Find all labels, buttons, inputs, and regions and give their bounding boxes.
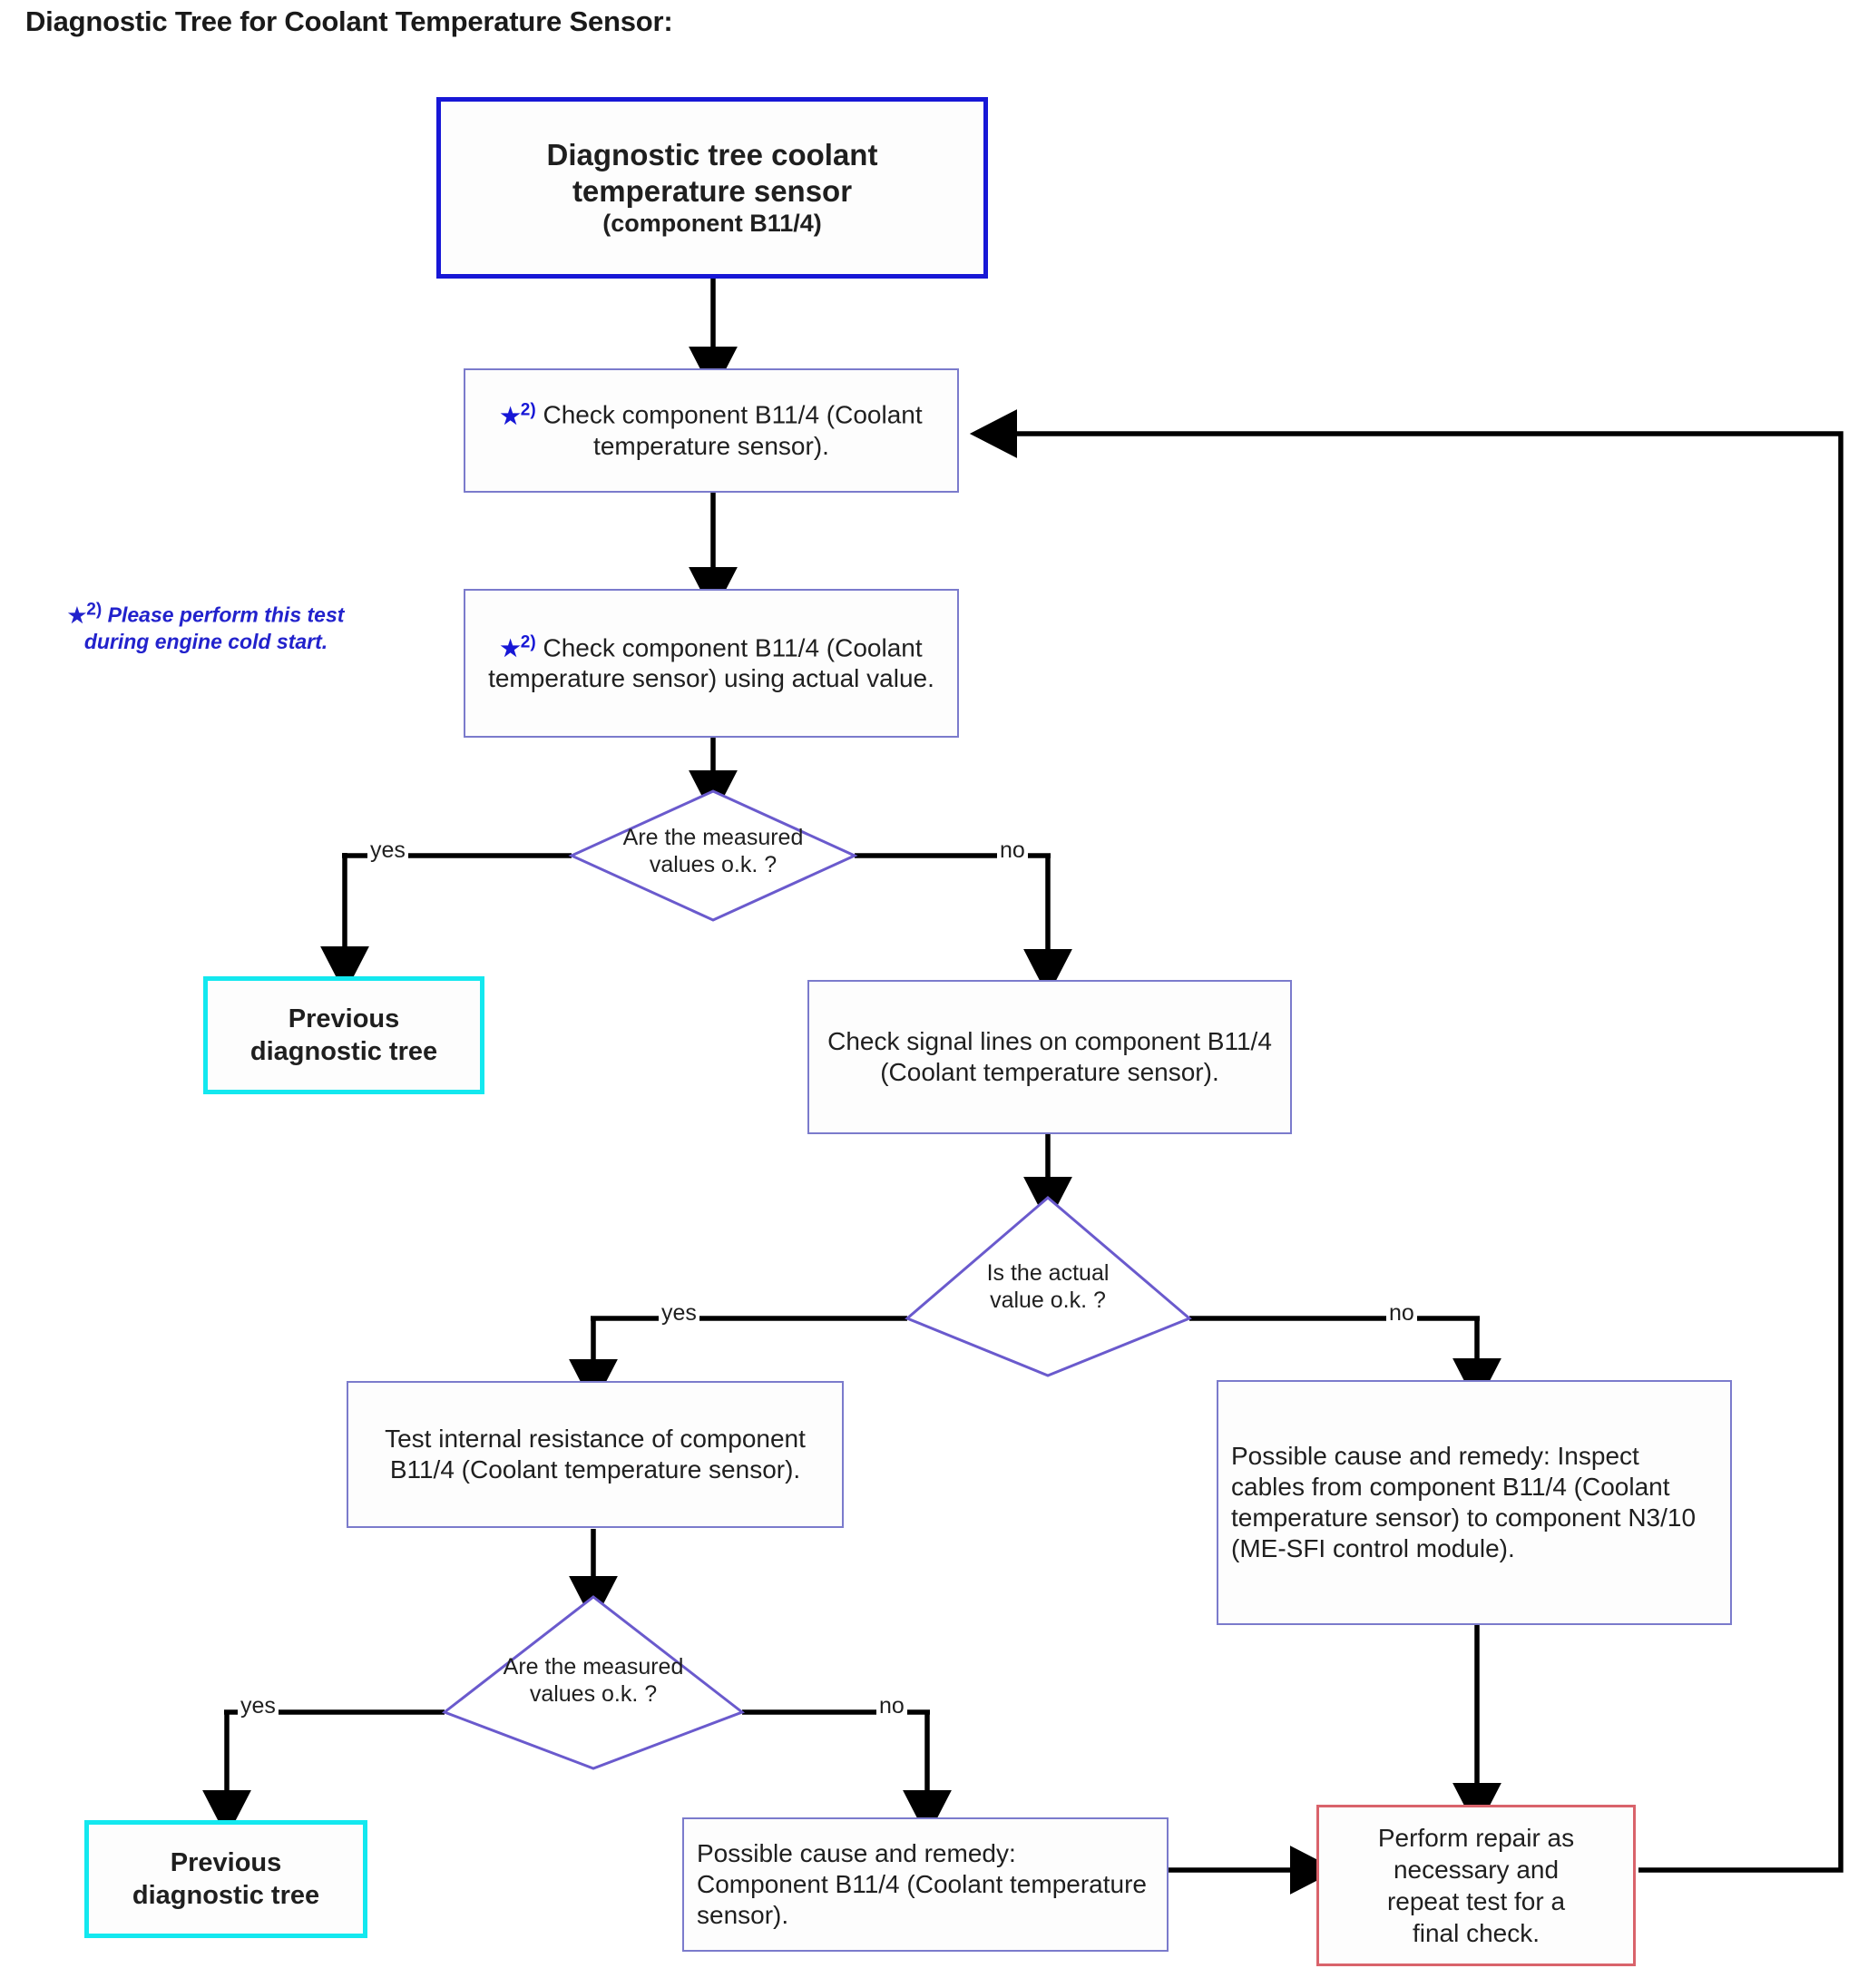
node-start-line2: temperature sensor (572, 173, 853, 208)
edge-label-no-2: no (1386, 1302, 1417, 1325)
node-inspect-cables[interactable]: Possible cause and remedy: Inspect cable… (1217, 1380, 1732, 1625)
footnote-ref-icon-2: ★2) (500, 632, 536, 661)
previous-tree-1-line2: diagnostic tree (249, 1037, 438, 1066)
node-inspect-cables-label: Possible cause and remedy: Inspect cable… (1231, 1441, 1697, 1563)
node-previous-tree-1-text: Previous diagnostic tree (208, 1003, 480, 1069)
node-check-component[interactable]: ★2) Check component B11/4 (Coolant tempe… (464, 368, 959, 493)
perform-repair-line2: necessary and (1393, 1856, 1560, 1884)
node-check-signal-lines[interactable]: Check signal lines on component B11/4 (C… (807, 980, 1292, 1134)
node-previous-tree-2-text: Previous diagnostic tree (89, 1846, 363, 1913)
node-check-component-label: Check component B11/4 (Coolant temperatu… (543, 400, 923, 460)
edge-feedback-loop (969, 409, 1844, 1873)
node-test-internal-resistance[interactable]: Test internal resistance of component B1… (347, 1381, 844, 1528)
footnote-text: Please perform this test during engine c… (83, 602, 345, 654)
edge-label-no-1: no (997, 839, 1028, 862)
edge-label-yes-2: yes (659, 1302, 699, 1325)
footnote-marker: ★2) (67, 600, 103, 627)
edge-label-yes-1: yes (367, 839, 408, 862)
previous-tree-2-line2: diagnostic tree (132, 1881, 320, 1910)
node-start-diagnostic-tree[interactable]: Diagnostic tree coolant temperature sens… (436, 97, 988, 279)
footnote-cold-start: ★2) Please perform this test during engi… (56, 599, 356, 656)
node-check-signal-lines-label: Check signal lines on component B11/4 (C… (827, 1026, 1272, 1086)
node-start-line1: Diagnostic tree coolant (546, 138, 878, 172)
node-perform-repair[interactable]: Perform repair as necessary and repeat t… (1316, 1805, 1636, 1966)
node-previous-diagnostic-tree-1[interactable]: Previous diagnostic tree (203, 976, 484, 1094)
footnote-ref-icon: ★2) (500, 400, 536, 429)
previous-tree-1-line1: Previous (288, 1004, 400, 1033)
node-cause-component[interactable]: Possible cause and remedy: Component B11… (682, 1817, 1169, 1952)
page-title: Diagnostic Tree for Coolant Temperature … (25, 5, 673, 37)
node-previous-diagnostic-tree-2[interactable]: Previous diagnostic tree (84, 1820, 367, 1938)
diamond-measured-values-1 (568, 789, 858, 922)
node-check-actual-value-text: ★2) Check component B11/4 (Coolant tempe… (465, 632, 957, 695)
node-cause-component-label: Possible cause and remedy: Component B11… (697, 1838, 1147, 1930)
perform-repair-line4: final check. (1412, 1919, 1540, 1947)
perform-repair-line3: repeat test for a (1386, 1887, 1566, 1915)
diamond-actual-value (905, 1196, 1192, 1377)
node-perform-repair-text: Perform repair as necessary and repeat t… (1319, 1822, 1633, 1949)
footnote-marker-sup: 2) (86, 600, 103, 619)
edge-label-yes-3: yes (238, 1695, 279, 1718)
previous-tree-2-line1: Previous (170, 1847, 282, 1877)
node-test-internal-resistance-label: Test internal resistance of component B1… (385, 1424, 806, 1484)
node-start-text: Diagnostic tree coolant temperature sens… (441, 137, 983, 239)
node-check-component-text: ★2) Check component B11/4 (Coolant tempe… (465, 399, 957, 462)
node-check-actual-value-label: Check component B11/4 (Coolant temperatu… (488, 633, 934, 693)
node-start-line3: (component B11/4) (602, 210, 822, 238)
diamond-measured-values-2 (441, 1595, 746, 1770)
node-check-actual-value[interactable]: ★2) Check component B11/4 (Coolant tempe… (464, 589, 959, 738)
edge-label-no-3: no (876, 1695, 907, 1718)
perform-repair-line1: Perform repair as (1377, 1824, 1575, 1852)
